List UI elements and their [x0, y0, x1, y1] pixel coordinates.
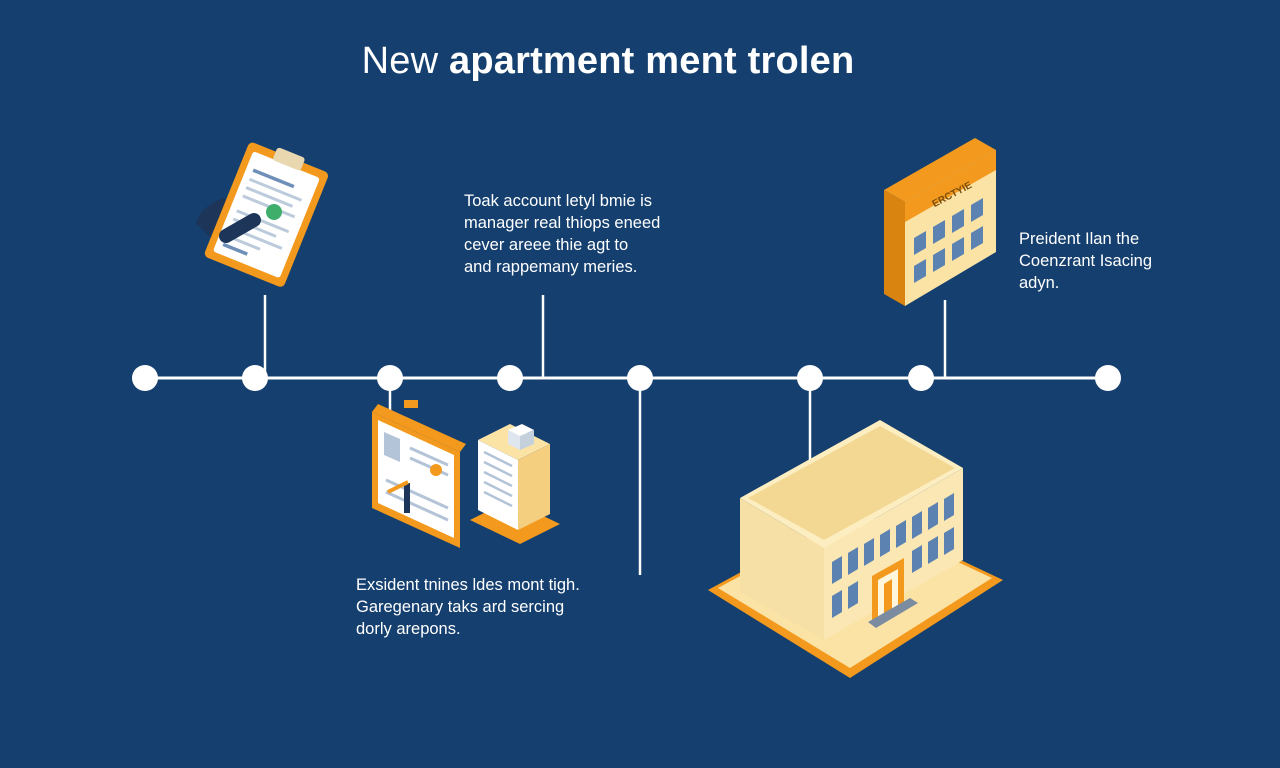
timeline-node [908, 365, 934, 391]
caption-line: Garegenary taks ard sercing [356, 598, 565, 616]
caption-line: and rappemany meries. [464, 258, 638, 276]
caption-top-center: Toak account letyl bmie is manager real … [464, 190, 660, 278]
apartment-building-icon [708, 420, 1003, 678]
caption-line: Coenzrant Isacing [1019, 252, 1152, 270]
calendar-building-icon [884, 138, 996, 306]
title-part-1: New [361, 40, 439, 82]
caption-line: adyn. [1019, 274, 1060, 292]
timeline-node [242, 365, 268, 391]
documents-icon [372, 400, 560, 548]
timeline-node [627, 365, 653, 391]
timeline-nodes [132, 365, 1121, 391]
timeline-node [132, 365, 158, 391]
caption-line: Preident Ilan the [1019, 230, 1140, 248]
timeline-node [377, 365, 403, 391]
title-part-2: apartment ment trolen [449, 40, 855, 82]
caption-line: cever areee thie agt to [464, 236, 629, 254]
caption-line: manager real thiops eneed [464, 214, 661, 232]
caption-line: dorly arepons. [356, 620, 461, 638]
timeline-node [1095, 365, 1121, 391]
caption-bottom-left: Exsident tnines ldes mont tigh. Garegena… [356, 574, 580, 640]
timeline-node [497, 365, 523, 391]
timeline-node [797, 365, 823, 391]
caption-line: Exsident tnines ldes mont tigh. [356, 576, 580, 594]
caption-line: Toak account letyl bmie is [464, 192, 653, 210]
diagram-title: New apartment ment trolen [0, 40, 1216, 83]
caption-right: Preident Ilan the Coenzrant Isacing adyn… [1019, 228, 1152, 294]
clipboard-icon [196, 142, 329, 287]
